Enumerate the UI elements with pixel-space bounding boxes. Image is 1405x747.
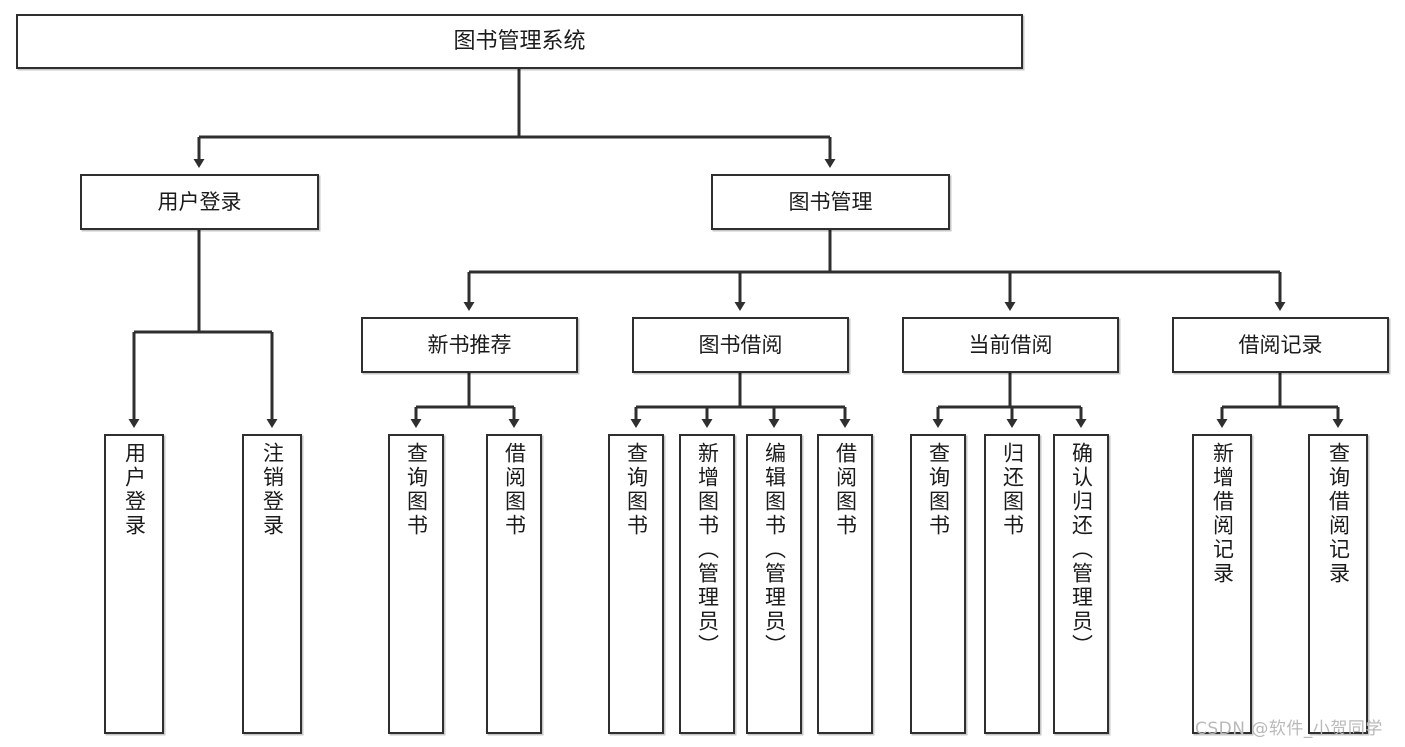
- node-leaf-return-book[interactable]: 归还图书: [984, 434, 1040, 734]
- node-leaf-borrow-book-2[interactable]: 借阅图书: [817, 434, 873, 734]
- node-current-borrow-label: 当前借阅: [968, 332, 1053, 357]
- node-leaf-query-book-3[interactable]: 查询图书: [910, 434, 966, 734]
- node-leaf-user-login-label: 用户登录: [122, 442, 147, 538]
- node-leaf-add-record[interactable]: 新增借阅记录: [1192, 434, 1252, 734]
- node-leaf-query-book-1-label: 查询图书: [404, 442, 429, 538]
- node-book-borrow[interactable]: 图书借阅: [632, 317, 849, 373]
- node-leaf-return-book-label: 归还图书: [1000, 442, 1025, 538]
- node-leaf-user-login[interactable]: 用户登录: [104, 434, 164, 734]
- node-leaf-query-book-1[interactable]: 查询图书: [388, 434, 444, 734]
- node-leaf-borrow-book-1-label: 借阅图书: [502, 442, 527, 538]
- node-leaf-edit-book[interactable]: 编辑图书（管理员）: [746, 434, 802, 734]
- node-user-login[interactable]: 用户登录: [80, 174, 319, 230]
- node-leaf-query-record[interactable]: 查询借阅记录: [1308, 434, 1368, 734]
- node-leaf-edit-book-label: 编辑图书（管理员）: [762, 442, 787, 658]
- node-borrow-record[interactable]: 借阅记录: [1172, 317, 1389, 373]
- node-root-label: 图书管理系统: [453, 28, 586, 54]
- node-leaf-add-record-label: 新增借阅记录: [1210, 442, 1235, 586]
- node-leaf-confirm-return[interactable]: 确认归还（管理员）: [1053, 434, 1109, 734]
- node-leaf-query-record-label: 查询借阅记录: [1326, 442, 1351, 586]
- node-leaf-user-logout[interactable]: 注销登录: [242, 434, 302, 734]
- node-leaf-add-book-label: 新增图书（管理员）: [695, 442, 720, 658]
- node-current-borrow[interactable]: 当前借阅: [902, 317, 1119, 373]
- node-new-book-recommend-label: 新书推荐: [427, 332, 512, 357]
- node-root[interactable]: 图书管理系统: [16, 14, 1023, 69]
- node-new-book-recommend[interactable]: 新书推荐: [361, 317, 578, 373]
- node-book-borrow-label: 图书借阅: [698, 332, 783, 357]
- node-book-manage-label: 图书管理: [788, 189, 873, 214]
- node-leaf-borrow-book-1[interactable]: 借阅图书: [486, 434, 542, 734]
- node-user-login-label: 用户登录: [157, 189, 242, 214]
- node-borrow-record-label: 借阅记录: [1238, 332, 1323, 357]
- node-leaf-user-logout-label: 注销登录: [260, 442, 285, 538]
- csdn-watermark: CSDN @软件_小贺同学: [1195, 719, 1383, 739]
- node-leaf-query-book-2-label: 查询图书: [624, 442, 649, 538]
- node-leaf-query-book-2[interactable]: 查询图书: [608, 434, 664, 734]
- node-leaf-add-book[interactable]: 新增图书（管理员）: [679, 434, 735, 734]
- node-leaf-borrow-book-2-label: 借阅图书: [833, 442, 858, 538]
- node-book-manage[interactable]: 图书管理: [711, 174, 950, 230]
- node-leaf-confirm-return-label: 确认归还（管理员）: [1069, 442, 1094, 658]
- node-leaf-query-book-3-label: 查询图书: [926, 442, 951, 538]
